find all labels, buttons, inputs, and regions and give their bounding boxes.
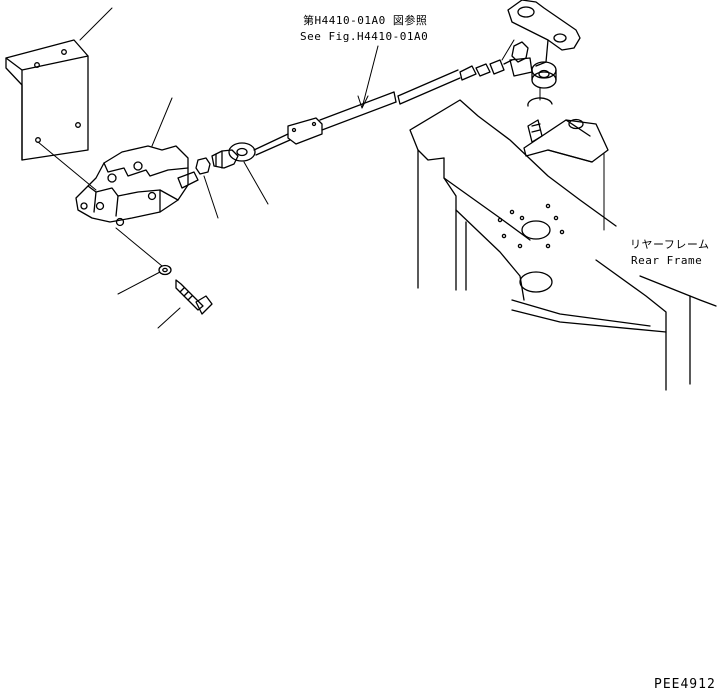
rear-frame xyxy=(409,99,717,391)
washer xyxy=(158,264,172,276)
bushing xyxy=(531,61,557,89)
drawing-id: PEE4912 xyxy=(654,677,716,692)
rear-frame-label-japanese: リヤーフレーム xyxy=(630,238,710,251)
control-cable xyxy=(253,59,505,156)
lower-bracket xyxy=(523,118,609,163)
leader-lines xyxy=(37,7,605,329)
rod-end xyxy=(211,142,256,169)
reference-note-english: See Fig.H4410-01A0 xyxy=(300,30,429,43)
control-valve xyxy=(75,145,199,227)
reference-note-japanese: 第H4410-01A0 図参照 xyxy=(303,14,428,27)
ball-joint xyxy=(503,41,533,77)
mounting-bracket xyxy=(5,39,89,161)
rear-frame-label-english: Rear Frame xyxy=(631,254,703,267)
lock-nut xyxy=(195,157,211,175)
bolt xyxy=(175,279,213,315)
snap-ring xyxy=(527,97,553,107)
lever-plate xyxy=(507,0,581,67)
